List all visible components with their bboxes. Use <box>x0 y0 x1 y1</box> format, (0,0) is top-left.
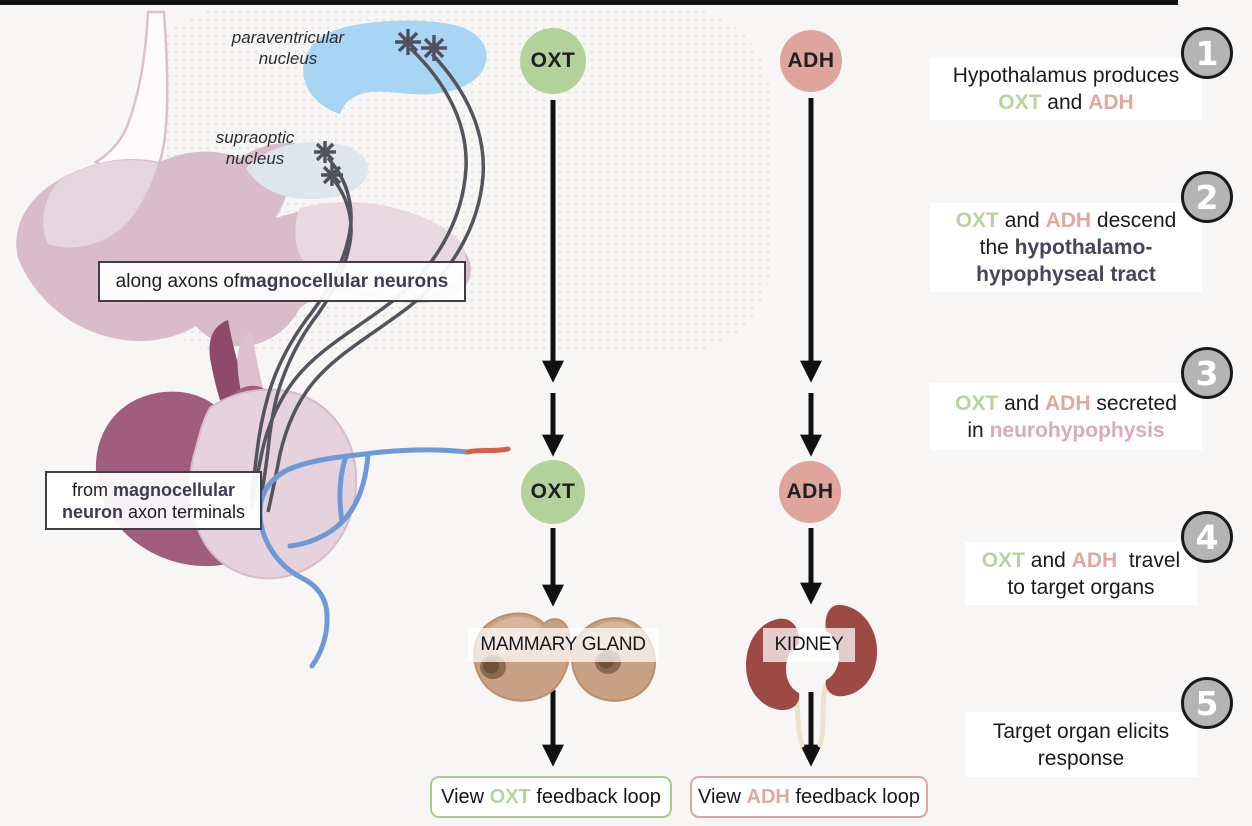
step-4-number-badge: 4 <box>1181 511 1233 563</box>
hypothalamus-pituitary-illustration <box>16 10 511 669</box>
step-2-number-badge: 2 <box>1181 171 1233 223</box>
mammary-gland-label: MAMMARY GLAND <box>468 628 658 662</box>
magnocellular-axons <box>249 46 486 513</box>
step-5-number-badge: 5 <box>1181 677 1233 729</box>
paraventricular-nucleus <box>303 20 487 114</box>
axons-callout: along axons of magnocellular neurons <box>98 261 466 302</box>
step-3-number-badge: 3 <box>1181 347 1233 399</box>
adh-circle-top: ADH <box>780 30 842 92</box>
oxt-circle-mid: OXT <box>521 460 585 524</box>
step-1-number-badge: 1 <box>1181 27 1233 79</box>
view-adh-feedback-button[interactable]: View ADH feedback loop <box>690 776 928 818</box>
kidney-label: KIDNEY <box>763 628 855 662</box>
oxt-circle-top: OXT <box>520 28 586 94</box>
adh-circle-mid: ADH <box>779 461 841 523</box>
neuron-cell-bodies <box>314 29 447 186</box>
paraventricular-nucleus-label: paraventricular nucleus <box>231 28 345 68</box>
view-oxt-feedback-button[interactable]: View OXT feedback loop <box>430 776 672 818</box>
kidney-illustration <box>746 604 878 748</box>
supraoptic-nucleus-label: supraoptic nucleus <box>215 128 295 168</box>
hypothalamus-highlight <box>43 160 158 248</box>
top-border-bar <box>0 0 1178 5</box>
